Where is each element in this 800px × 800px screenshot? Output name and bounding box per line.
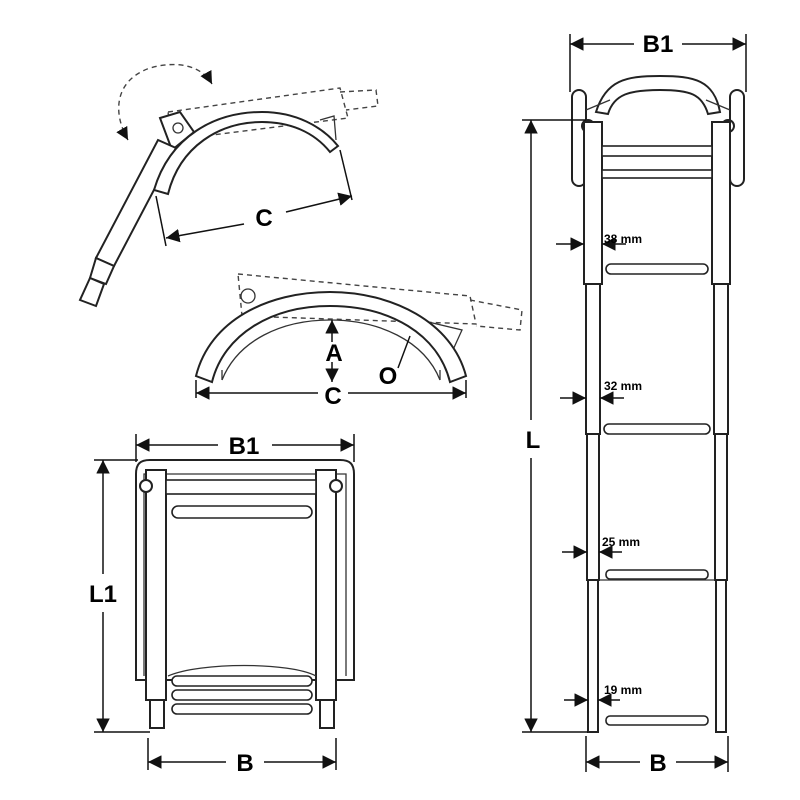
tube-size-label: 38 mm <box>604 232 642 246</box>
tube-size-label: 25 mm <box>602 535 640 549</box>
dimension-label-o: O <box>379 363 398 390</box>
dimension-label-b1-right: B1 <box>643 31 674 58</box>
dimension-label-b-right: B <box>649 750 666 777</box>
dimension-label-c: C <box>255 205 272 232</box>
folded-front-view: B1 L1 B <box>89 433 355 777</box>
handle-arch-view: A O C <box>194 273 523 410</box>
rotation-arrow-icon <box>116 63 213 141</box>
dimension-label-l1: L1 <box>89 581 117 608</box>
dimension-label-b1-left: B1 <box>229 433 260 460</box>
extended-ladder-view: 38 mm 32 mm 25 mm 19 mm B1 L B <box>522 31 747 777</box>
dimension-label-b-left: B <box>236 750 253 777</box>
dimension-label-a: A <box>325 340 342 367</box>
dimension-label-c-lower: C <box>324 383 341 410</box>
dimension-label-l: L <box>526 427 541 454</box>
tube-size-label: 32 mm <box>604 379 642 393</box>
folded-ladder-view: C <box>78 63 379 308</box>
tube-size-label: 19 mm <box>604 683 642 697</box>
